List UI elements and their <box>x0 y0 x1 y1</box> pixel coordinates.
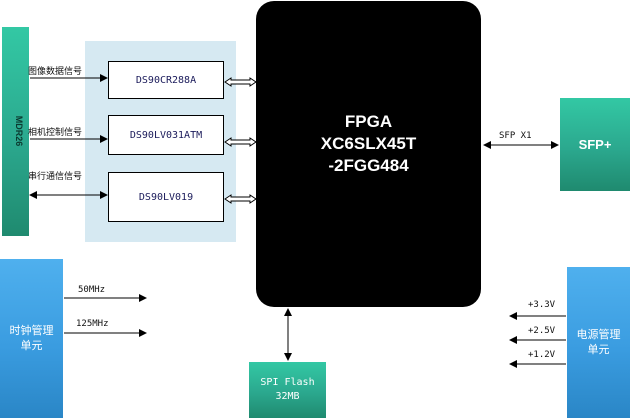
power-unit-label-1: 电源管理 <box>576 328 621 341</box>
sfp-link-label: SFP X1 <box>499 131 532 141</box>
sfp-module: SFP+ <box>560 98 630 191</box>
clock-output-label-50mhz: 50MHz <box>78 285 106 295</box>
fpga-title: FPGA <box>344 112 393 131</box>
bus-arrow-ds90lv031atm <box>224 137 257 147</box>
signal-label-serial-comm: 串行通信信号 <box>28 171 83 181</box>
fpga-block: FPGA XC6SLX45T -2FGG484 <box>256 1 481 307</box>
chip-ds90cr288a: DS90CR288A <box>108 61 224 99</box>
power-output-label-3v3: +3.3V <box>528 300 556 310</box>
bus-arrow-ds90cr288a <box>224 77 257 87</box>
power-output-label-1v2: +1.2V <box>528 350 556 360</box>
clock-management-unit: 时钟管理 单元 <box>0 259 63 418</box>
power-unit-label-2: 单元 <box>587 343 610 356</box>
fpga-package: -2FGG484 <box>328 156 409 175</box>
clock-unit-label-2: 单元 <box>20 339 43 352</box>
mdr26-connector <box>2 27 29 236</box>
flash-label-1: SPI Flash <box>260 377 315 388</box>
power-management-unit: 电源管理 单元 <box>567 267 630 418</box>
clock-output-label-125mhz: 125MHz <box>76 319 109 329</box>
bus-arrow-ds90lv019 <box>224 194 257 204</box>
flash-label-2: 32MB <box>275 391 300 402</box>
clock-unit-label-1: 时钟管理 <box>9 324 54 337</box>
power-output-label-2v5: +2.5V <box>528 326 556 336</box>
chip-ds90lv019: DS90LV019 <box>108 172 224 222</box>
signal-label-image-data: 图像数据信号 <box>28 66 83 76</box>
fpga-part: XC6SLX45T <box>320 134 417 153</box>
signal-label-camera-control: 相机控制信号 <box>28 127 83 137</box>
sfp-label: SFP+ <box>578 137 612 152</box>
chip-ds90lv031atm: DS90LV031ATM <box>108 115 224 155</box>
spi-flash: SPI Flash 32MB <box>249 362 326 418</box>
